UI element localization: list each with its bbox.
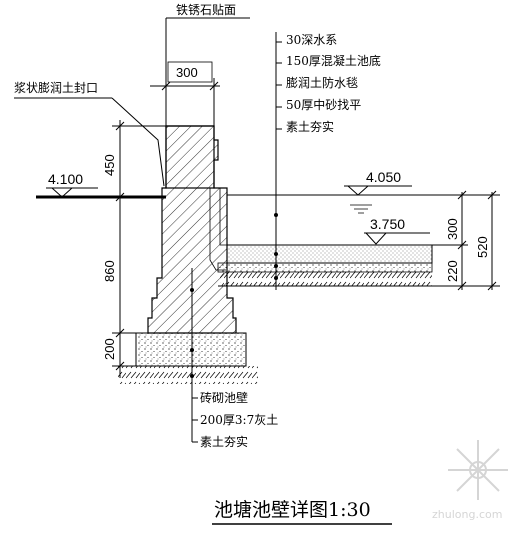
dimension-right-chain: 300 220 520 <box>432 190 500 291</box>
soil-under-footing <box>118 366 258 384</box>
leader-bentonite-seal: 浆状膨润土封口 <box>14 80 165 187</box>
label-layer-3: 膨润土防水毯 <box>286 75 358 90</box>
label-wall-1: 砖砌池壁 <box>200 390 248 405</box>
compacted-soil-under-bottom <box>220 272 432 286</box>
elevation-marker-ground: 4.100 <box>46 171 98 198</box>
label-layer-2: 150厚混凝土池底 <box>286 53 381 68</box>
label-layer-4: 50厚中砂找平 <box>286 97 361 112</box>
dimension-left-chain: 450 860 200 <box>102 120 166 378</box>
label-layer-5: 素土夯实 <box>286 119 334 134</box>
label-stone-facing: 铁锈石贴面 <box>176 3 236 17</box>
elevation-marker-bottom: 3.750 <box>364 216 430 245</box>
elevation-ground-label: 4.100 <box>48 171 83 187</box>
dimension-top-width: 300 <box>150 61 220 126</box>
label-wall-3: 素土夯实 <box>200 434 248 449</box>
drawing-title: 池塘池壁详图1:30 <box>212 499 392 525</box>
dim-860-label: 860 <box>102 260 117 282</box>
zhulong-watermark: zhulong.com <box>432 440 508 521</box>
dim-r300-label: 300 <box>445 218 460 240</box>
leader-wall-layers: 砖砌池壁 200厚3:7灰土 素土夯实 <box>190 268 278 449</box>
label-bentonite-seal: 浆状膨润土封口 <box>14 80 98 95</box>
dim-r520-label: 520 <box>475 236 490 258</box>
label-wall-2: 200厚3:7灰土 <box>200 413 278 427</box>
dim-r220-label: 220 <box>445 260 460 282</box>
sand-layer <box>217 262 433 273</box>
dim-450-label: 450 <box>102 154 117 176</box>
dim-200-label: 200 <box>102 338 117 360</box>
wall-coping <box>165 125 215 189</box>
leader-pond-layers: 30深水系 150厚混凝土池底 膨润土防水毯 50厚中砂找平 素土夯实 <box>274 32 381 290</box>
dim-top-width-label: 300 <box>176 65 198 80</box>
watermark-text: zhulong.com <box>432 508 502 521</box>
concrete-pond-bottom <box>226 244 433 264</box>
title-text: 池塘池壁详图1:30 <box>214 499 371 521</box>
label-layer-1: 30深水系 <box>286 33 337 47</box>
elevation-bottom-label: 3.750 <box>370 216 405 232</box>
leader-stone-facing: 铁锈石贴面 <box>165 3 250 126</box>
elevation-marker-water: 4.050 <box>344 169 412 196</box>
elevation-water-label: 4.050 <box>366 169 401 185</box>
